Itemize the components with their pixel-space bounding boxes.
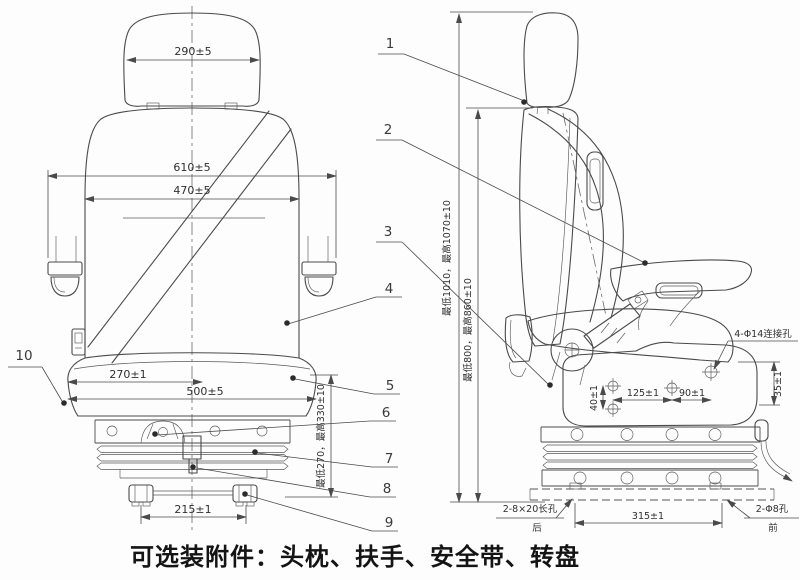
callouts: 1 2 3 4 5 6 — [8, 36, 648, 532]
dim-base-hole-span: 315±1 — [632, 511, 664, 522]
callout-1: 1 — [378, 36, 527, 105]
dim-backrest-width: 470±5 — [173, 184, 210, 197]
dim-overall-height: 最低1010，最高1070±10 — [441, 200, 453, 316]
dim-hole-pitch-v: 40±1 — [589, 385, 600, 411]
callout-4: 4 — [284, 281, 402, 326]
upper-rail-side — [540, 426, 761, 443]
note-connect-holes: 4-Φ14连接孔 — [734, 328, 792, 340]
dim-cushion-width: 500±5 — [186, 385, 223, 398]
callout-10: 10 — [8, 348, 67, 406]
height-adjuster-knob — [140, 420, 186, 444]
adjust-lever — [754, 419, 793, 482]
dim-overall-width: 610±5 — [173, 161, 210, 174]
dim-backrest-height: 最低800，最高860±10 — [462, 278, 474, 382]
svg-text:7: 7 — [385, 451, 394, 467]
svg-text:8: 8 — [383, 481, 392, 497]
note-slot-holes: 2-8×20长孔 — [503, 503, 558, 515]
dim-rail-span: 215±1 — [174, 503, 211, 516]
belt-guide-slider — [586, 151, 604, 211]
cushion-side — [527, 308, 734, 363]
callout-8: 8 — [190, 464, 396, 498]
seat-technical-drawing: 290±5 — [8, 6, 799, 534]
svg-text:1: 1 — [386, 36, 395, 52]
optional-accessories-caption: 可选装附件：头枕、扶手、安全带、转盘 — [130, 543, 580, 571]
svg-text:9: 9 — [385, 515, 394, 531]
front-view: 290±5 — [47, 6, 338, 532]
svg-text:2: 2 — [384, 122, 393, 138]
callout-9: 9 — [242, 491, 398, 532]
pan-plate-side — [562, 341, 758, 427]
svg-text:5: 5 — [386, 378, 395, 394]
lower-rail-side — [541, 469, 759, 487]
mounting-holes — [605, 363, 720, 417]
note-round-holes-pos: 前 — [768, 522, 778, 534]
callout-2: 2 — [376, 122, 648, 266]
gas-spring — [551, 290, 649, 386]
dim-suspension-height: 最低270，最高330±10 — [315, 384, 327, 488]
tilt-bracket — [504, 314, 533, 377]
headrest-side — [523, 12, 579, 115]
dim-cushion-ref-width: 270±1 — [109, 368, 146, 381]
belt-buckle — [71, 328, 86, 356]
dim-headrest-width: 290±5 — [174, 45, 211, 58]
seat-pan-front — [94, 419, 291, 444]
side-view: 最低1010，最高1070±10 最低800，最高860±10 — [441, 11, 799, 534]
svg-text:4: 4 — [385, 281, 394, 297]
armrest-side — [610, 259, 753, 331]
callout-7: 7 — [252, 449, 398, 468]
note-round-holes: 2-Φ8孔 — [756, 504, 789, 515]
dim-hole-pitch-a: 125±1 — [627, 388, 659, 399]
seat-belt-front — [71, 110, 292, 364]
height-plunger — [182, 435, 202, 474]
base-front — [119, 469, 268, 507]
svg-text:3: 3 — [384, 224, 393, 240]
svg-text:10: 10 — [15, 348, 32, 364]
backrest-front — [84, 107, 300, 359]
callout-3: 3 — [376, 224, 553, 388]
bellows-side — [542, 444, 758, 469]
svg-text:6: 6 — [382, 405, 391, 421]
recliner-pivot — [550, 328, 594, 372]
dim-hole-pitch-b: 90±1 — [679, 388, 705, 399]
seat-belt-side — [528, 108, 624, 323]
note-slot-holes-pos: 后 — [532, 523, 542, 534]
armrest-left-front — [47, 236, 83, 297]
armrest-right-front — [301, 236, 337, 297]
dim-hole-pitch-r: 35±1 — [773, 371, 784, 397]
callout-6: 6 — [152, 405, 396, 437]
callout-5: 5 — [290, 375, 400, 395]
